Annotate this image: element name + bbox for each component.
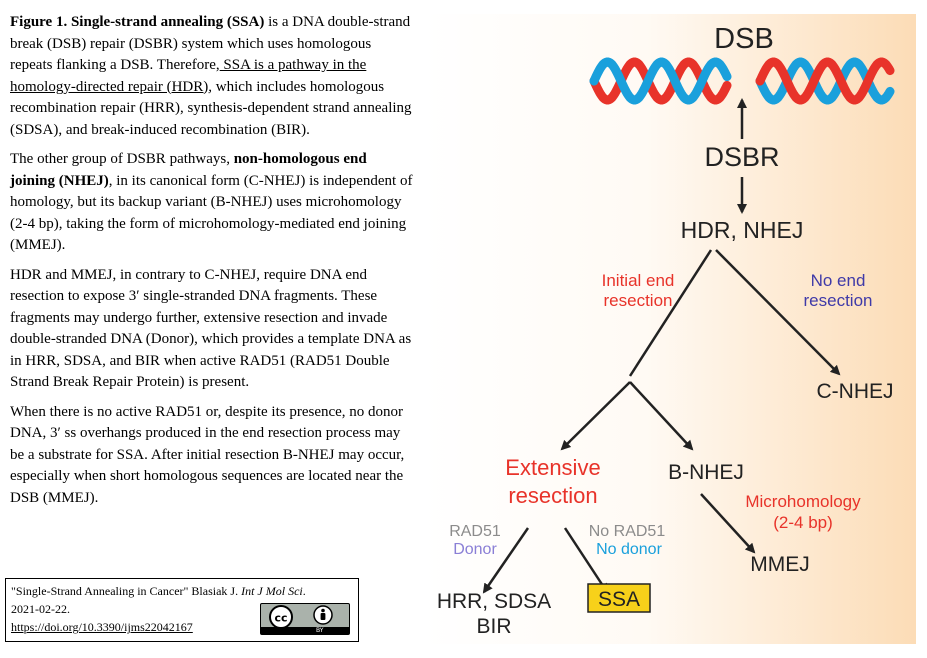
ssa-pathway-diagram: DSB DSBR HDR, NHEJ Initial end resection… bbox=[437, 23, 895, 638]
arrow-junction-to-bnhej bbox=[629, 381, 694, 451]
arrow-extensive-to-ssa bbox=[563, 527, 609, 594]
figure-heading: Figure 1. Single-strand annealing (SSA) bbox=[10, 14, 265, 30]
label-dsbr: DSBR bbox=[704, 142, 779, 172]
paragraph-3: HDR and MMEJ, in contrary to C-NHEJ, req… bbox=[10, 266, 412, 391]
citation-box: "Single-Strand Annealing in Cancer" Blas… bbox=[5, 578, 359, 642]
label-dsb: DSB bbox=[714, 23, 774, 55]
doi-link[interactable]: https://doi.org/10.3390/ijms22042167 bbox=[11, 620, 193, 634]
label-bir: BIR bbox=[476, 615, 511, 638]
label-mmej: MMEJ bbox=[750, 553, 810, 576]
by-icon bbox=[313, 605, 333, 625]
label-no-rad51: No RAD51 bbox=[589, 523, 666, 540]
label-donor: Donor bbox=[453, 541, 497, 558]
cc-by-license-badge: cc BY bbox=[260, 603, 350, 635]
p2-rest: , in its canonical form (C-NHEJ) is inde… bbox=[10, 172, 413, 254]
citation-line-1: "Single-Strand Annealing in Cancer" Blas… bbox=[11, 582, 353, 600]
label-microhomology-bp: (2-4 bp) bbox=[773, 513, 833, 532]
label-initial-resection: resection bbox=[604, 291, 673, 310]
label-hdr-nhej: HDR, NHEJ bbox=[681, 217, 804, 243]
p1-underlined: SSA is a pathway in the homology-directe… bbox=[10, 57, 367, 95]
diagram-labels: DSB DSBR HDR, NHEJ Initial end resection… bbox=[437, 23, 894, 638]
arrow-bnhej-to-mmej bbox=[700, 493, 756, 554]
paragraph-2: The other group of DSBR pathways, non-ho… bbox=[10, 149, 415, 257]
p2-lead: The other group of DSBR pathways, bbox=[10, 151, 234, 167]
citation-suffix: . bbox=[302, 584, 306, 598]
paragraph-1: Figure 1. Single-strand annealing (SSA) … bbox=[10, 12, 415, 141]
paragraph-4: When there is no active RAD51 or, despit… bbox=[10, 403, 405, 506]
dna-strand-left-blue bbox=[589, 57, 732, 105]
cc-icon: cc bbox=[269, 605, 293, 629]
svg-text:cc: cc bbox=[274, 612, 287, 625]
text-column: Figure 1. Single-strand annealing (SSA) … bbox=[10, 12, 415, 517]
arrow-junction-to-extensive bbox=[560, 381, 631, 451]
ssa-highlight-box bbox=[587, 583, 651, 613]
label-b-nhej: B-NHEJ bbox=[668, 461, 744, 484]
label-extensive-resection: resection bbox=[508, 483, 597, 508]
citation-date: 2021-02-22. bbox=[11, 602, 70, 616]
label-ssa: SSA bbox=[598, 588, 640, 611]
label-c-nhej: C-NHEJ bbox=[817, 380, 894, 403]
diagram-arrows bbox=[482, 98, 841, 594]
dna-strand-left-red bbox=[589, 57, 732, 105]
label-hrr-sdsa: HRR, SDSA bbox=[437, 590, 551, 613]
dna-strand-right-red bbox=[755, 57, 895, 105]
dna-double-helix-icon bbox=[589, 57, 895, 105]
label-no-end: No end bbox=[811, 271, 866, 290]
p1-text-a: is a DNA double-strand break (DSB) repai… bbox=[10, 14, 411, 73]
label-no-donor: No donor bbox=[596, 541, 662, 558]
label-initial-end: Initial end bbox=[602, 271, 675, 290]
label-no-end-resection: resection bbox=[804, 291, 873, 310]
citation-title: "Single-Strand Annealing in Cancer" Blas… bbox=[11, 584, 242, 598]
citation-journal: Int J Mol Sci bbox=[241, 584, 303, 598]
p1-text-b: , which includes homologous recombinatio… bbox=[10, 78, 412, 138]
arrow-hdr-to-cnhej bbox=[715, 249, 841, 376]
by-label: BY bbox=[316, 627, 324, 634]
label-extensive: Extensive bbox=[505, 455, 600, 480]
p2-bold: non-homologous end joining (NHEJ) bbox=[10, 151, 367, 189]
diagram-panel: DSB DSBR HDR, NHEJ Initial end resection… bbox=[424, 14, 916, 644]
arrow-extensive-to-hrr bbox=[482, 527, 530, 594]
label-rad51: RAD51 bbox=[449, 523, 501, 540]
label-microhomology: Microhomology bbox=[745, 492, 861, 511]
arrow-hdr-to-junction bbox=[628, 249, 713, 377]
